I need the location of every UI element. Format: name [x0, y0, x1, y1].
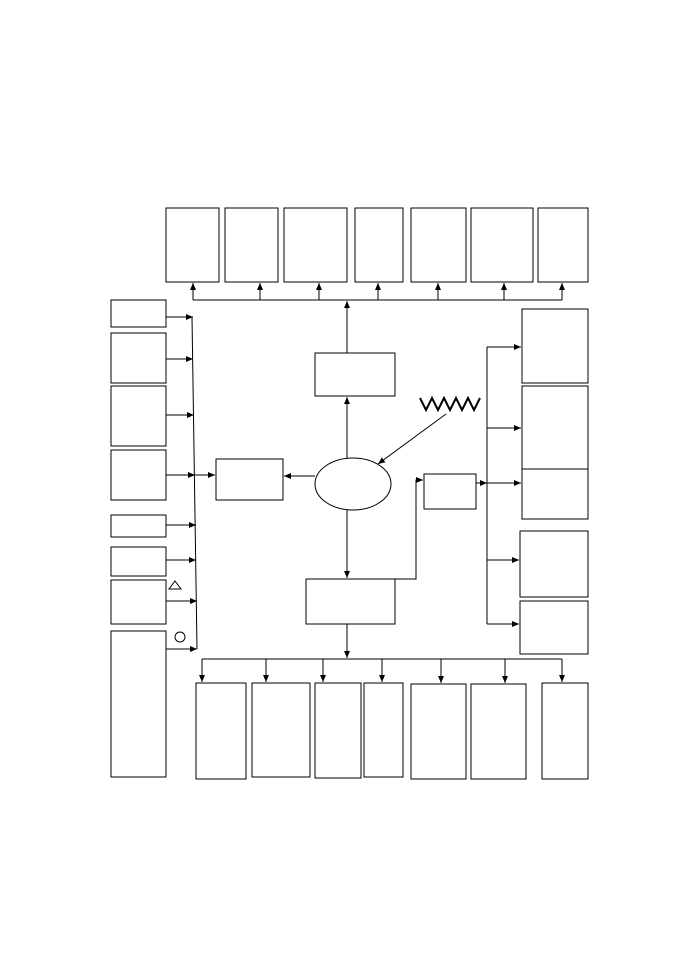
top-connectors — [190, 283, 565, 353]
left-connectors — [166, 314, 215, 652]
left-box-3 — [110, 385, 167, 447]
center-connectors — [284, 397, 447, 658]
right-center-small-box — [423, 473, 477, 510]
left-box-6 — [110, 546, 167, 577]
bottom-box-2 — [251, 682, 311, 778]
right-box-1 — [521, 308, 589, 384]
bottom-box-1 — [195, 682, 247, 780]
central-ellipse — [314, 457, 392, 511]
left-box-group — [110, 299, 167, 778]
left-box-2 — [110, 332, 167, 384]
top-box-7 — [537, 207, 589, 283]
top-box-5 — [410, 207, 467, 283]
arrow-zigzag-to-ellipse — [377, 413, 447, 465]
top-box-1 — [165, 207, 220, 283]
right-box-4 — [519, 600, 589, 655]
bottom-box-3 — [314, 682, 362, 779]
top-box-3 — [283, 207, 348, 283]
bottom-box-4 — [363, 682, 404, 778]
left-box-4 — [110, 449, 167, 501]
left-box-5 — [110, 514, 167, 538]
circle-symbol — [174, 631, 186, 643]
zigzag-symbol — [419, 395, 481, 413]
connector-lower-box-to-small-box — [395, 477, 423, 580]
bottom-box-5 — [410, 683, 467, 780]
bottom-box-6 — [470, 683, 527, 780]
top-box-2 — [224, 207, 279, 283]
bottom-connectors — [199, 658, 565, 683]
top-box-group — [165, 207, 589, 283]
triangle-symbol — [168, 580, 182, 590]
bottom-box-7 — [541, 682, 589, 780]
right-box-2 — [521, 385, 589, 520]
center-lower-box — [305, 578, 396, 625]
left-box-1 — [110, 299, 167, 328]
top-box-6 — [470, 207, 534, 283]
left-collector-line — [191, 316, 198, 650]
left-box-7 — [110, 579, 167, 625]
right-box-group — [519, 308, 589, 655]
center-group — [215, 352, 477, 625]
bottom-box-group — [195, 682, 589, 780]
left-box-8 — [110, 630, 167, 778]
right-box-3 — [519, 530, 589, 598]
left-center-box — [215, 458, 284, 501]
right-connectors — [476, 344, 521, 627]
top-box-4 — [354, 207, 404, 283]
center-upper-box — [314, 352, 396, 397]
